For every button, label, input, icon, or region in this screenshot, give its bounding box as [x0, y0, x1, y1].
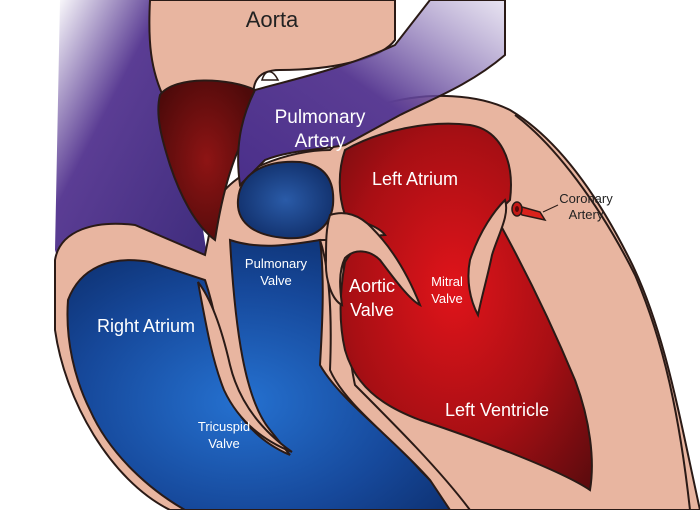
aortic-valve-label-line1: Aortic	[349, 276, 395, 296]
pulmonary-artery-label-line2: Artery	[295, 131, 346, 152]
left-ventricle-label: Left Ventricle	[445, 400, 549, 420]
coronary-artery-label-line1: Coronary	[559, 191, 613, 206]
pulmonary-artery	[237, 0, 506, 188]
pulmonary-valve-label-line2: Valve	[260, 273, 292, 288]
outer-wall-outline	[514, 114, 691, 510]
aorta-notch	[260, 71, 280, 81]
tricuspid-valve-leaflet	[197, 281, 293, 453]
pulmonary-valve-chamber	[236, 160, 335, 240]
aortic-valve-leaflet	[324, 212, 422, 308]
tricuspid-valve-label-line2: Valve	[208, 436, 240, 451]
tricuspid-valve-label-line1: Tricuspid	[198, 419, 250, 434]
coronary-artery-label-line2: Artery	[569, 207, 604, 222]
coronary-artery	[511, 201, 547, 222]
aorta-label: Aorta	[246, 7, 299, 32]
mitral-valve-leaflet	[467, 198, 508, 318]
pulmonary-valve-label-line1: Pulmonary	[245, 256, 308, 271]
mitral-valve-label-line1: Mitral	[431, 274, 463, 289]
aortic-valve-label-line2: Valve	[350, 300, 394, 320]
coronary-callout-line	[542, 204, 559, 213]
left-atrium-label: Left Atrium	[372, 169, 458, 189]
mitral-valve-label-line2: Valve	[431, 291, 463, 306]
pulmonary-artery-label-line1: Pulmonary	[275, 107, 366, 128]
right-atrium-label: Right Atrium	[97, 316, 195, 336]
left-chambers	[338, 122, 593, 492]
aortic-root	[157, 79, 256, 242]
